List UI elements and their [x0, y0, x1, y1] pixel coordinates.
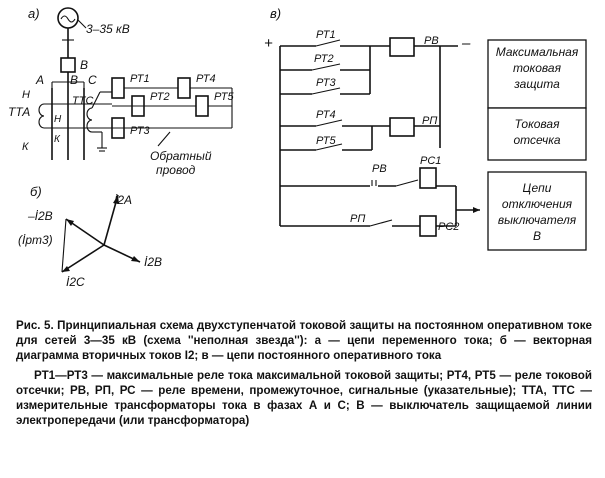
caption-title: Рис. 5. Принципиальная схема двухступенч…	[16, 319, 592, 363]
tta-coil	[38, 103, 45, 129]
relay-rs2-label: РС2	[438, 221, 459, 233]
circuit-figure: а) 3–35 кВ В А В С Н ТТА К ТТС Н К	[8, 6, 587, 289]
block3-line2: отключения	[502, 197, 573, 211]
block-max-current-protection	[487, 39, 587, 109]
contact-rt4-label: РТ4	[316, 109, 336, 121]
phase-b-label: В	[70, 73, 78, 87]
block3-line4: В	[533, 229, 541, 243]
phase-a-label: А	[35, 73, 44, 87]
block-breaker-trip-circuits	[487, 171, 587, 251]
tta-k-label: К	[22, 141, 29, 153]
relay-rt1-coil	[111, 77, 125, 99]
breaker-label: В	[80, 58, 88, 72]
ttc-k-label: К	[54, 134, 61, 145]
contact-rp-label: РП	[350, 213, 365, 225]
block1-line1: Максимальная	[496, 45, 579, 59]
panel-v: в) + – РТ1 РТ2 РТ3 РВ РТ4 РТ5	[264, 6, 587, 251]
relay-rv-coil	[389, 37, 415, 57]
block1-line2: токовая	[513, 61, 562, 75]
relay-rt5-coil	[195, 95, 209, 117]
relay-rp-coil	[389, 117, 415, 137]
contact-rt3-label: РТ3	[316, 77, 336, 89]
tta-h-label: Н	[22, 89, 30, 101]
panel-b: б) İ2A İ2B İ2C –İ2B (İрт3)	[18, 184, 162, 289]
minus-terminal: –	[461, 35, 471, 52]
block3-line1: Цепи	[523, 181, 552, 195]
contact-rt1-label: РТ1	[316, 29, 336, 41]
relay-rt5-label: РТ5	[214, 91, 234, 103]
tta-label: ТТА	[8, 105, 30, 119]
relay-rt1-label: РТ1	[130, 73, 150, 85]
caption-legend: РТ1—РТ3 — максимальные реле тока максима…	[16, 368, 592, 428]
voltage-label: 3–35 кВ	[86, 22, 130, 36]
label-i2a: İ2A	[114, 193, 132, 207]
figure-caption: Рис. 5. Принципиальная схема двухступенч…	[16, 318, 592, 428]
contact-rt2-label: РТ2	[314, 53, 334, 65]
relay-rp-label: РП	[422, 115, 437, 127]
relay-rt2-label: РТ2	[150, 91, 170, 103]
relay-rt4-label: РТ4	[196, 73, 216, 85]
label-i2c: İ2C	[66, 275, 85, 289]
block3-line3: выключателя	[498, 213, 577, 227]
contact-rv-label: РВ	[372, 163, 387, 175]
panel-v-label: в)	[270, 6, 281, 21]
contact-rt5-label: РТ5	[316, 135, 336, 147]
phase-c-label: С	[88, 73, 97, 87]
relay-rs2-coil	[419, 215, 437, 237]
relay-rt4-coil	[177, 77, 191, 99]
panel-a-label: а)	[28, 6, 40, 21]
relay-rs1-label: РС1	[420, 155, 441, 167]
vector-i2c	[61, 244, 105, 273]
label-i2b: İ2B	[144, 255, 162, 269]
return-wire-label-2: провод	[156, 163, 196, 177]
relay-rs1-coil	[419, 167, 437, 189]
panel-b-label: б)	[30, 184, 42, 199]
relay-rt3-label: РТ3	[130, 125, 150, 137]
ttc-coil	[86, 107, 93, 133]
block-current-cutoff	[487, 107, 587, 161]
breaker-symbol	[60, 57, 76, 73]
label-minus-i2b: –İ2B	[27, 209, 53, 223]
relay-rv-label: РВ	[424, 35, 439, 47]
return-wire-label-1: Обратный	[150, 149, 212, 163]
plus-terminal: +	[264, 35, 273, 52]
label-irt3: (İрт3)	[18, 233, 53, 247]
panel-a: а) 3–35 кВ В А В С Н ТТА К ТТС Н К	[8, 6, 234, 177]
ttc-h-label: Н	[54, 114, 62, 125]
ttc-label: ТТС	[72, 95, 93, 107]
block2-line2: отсечка	[513, 133, 560, 147]
block2-line1: Токовая	[514, 117, 560, 131]
block1-line3: защита	[513, 77, 560, 91]
